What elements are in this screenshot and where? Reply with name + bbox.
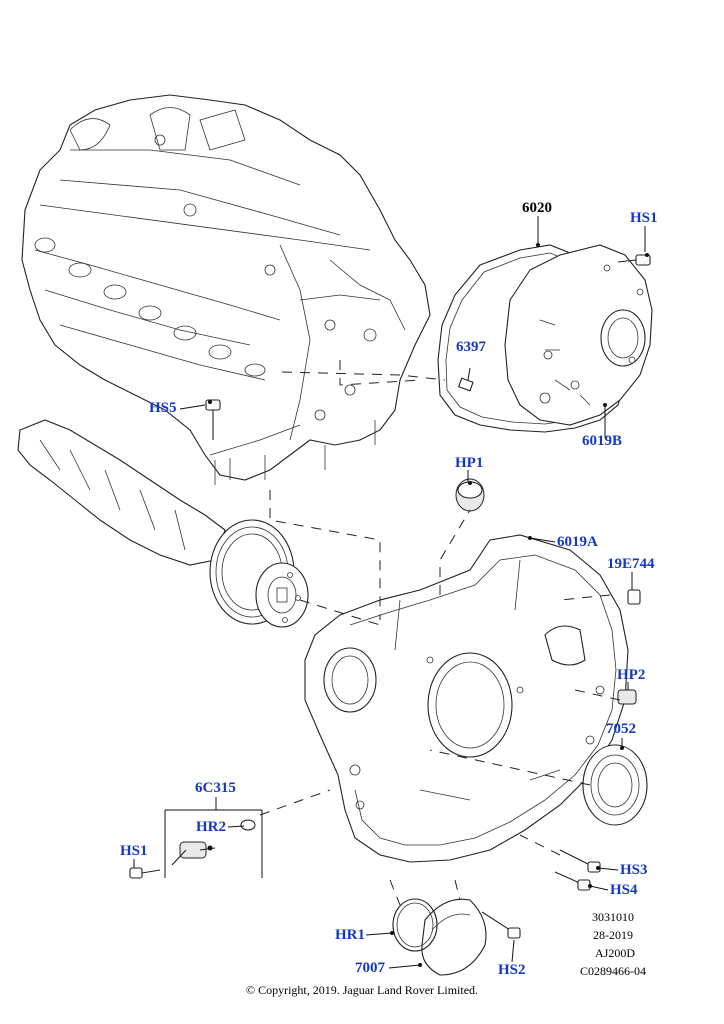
callout-hs3: HS3: [620, 862, 648, 878]
callout-6019b: 6019B: [582, 433, 623, 449]
callout-6019a: 6019A: [557, 534, 598, 550]
bolt-hs1-top: [617, 253, 651, 266]
callout-hp1: HP1: [455, 455, 484, 471]
engine-block: [21, 94, 431, 485]
callout-hs2: HS2: [498, 962, 526, 978]
bolt-hs2: [481, 911, 521, 939]
leader-lines: [133, 216, 646, 969]
o-ring-hr1: [392, 898, 438, 952]
dowel-19e744: [627, 589, 641, 605]
crankshaft: [17, 419, 309, 628]
sensor-6c315: [164, 809, 263, 878]
callout-hr2: HR2: [196, 819, 226, 835]
callout-6020: 6020: [522, 200, 552, 216]
bolts-hs3-hs4: [554, 849, 601, 891]
plug-hp2: [617, 689, 637, 705]
front-cover-6019b: [504, 244, 653, 426]
dowel-6397: [457, 367, 474, 392]
callout-6397: 6397: [456, 339, 486, 355]
bolt-hs1-bottom: [129, 867, 161, 879]
reference-date: 28-2019: [593, 928, 633, 942]
callout-hs1-bottom: HS1: [120, 843, 148, 859]
callout-hp2: HP2: [617, 667, 646, 683]
assembly-lines: [259, 360, 621, 906]
callout-hs1-top: HS1: [630, 210, 658, 226]
callout-6c315: 6C315: [195, 780, 236, 796]
callout-7052: 7052: [606, 721, 636, 737]
reference-number: 3031010: [592, 910, 634, 924]
callout-19e744: 19E744: [607, 556, 655, 572]
callout-hs4: HS4: [610, 882, 638, 898]
seal-7052: [582, 744, 648, 826]
callout-7007: 7007: [355, 960, 385, 976]
bolt-hs5: [205, 399, 221, 440]
cover-7007: [421, 898, 487, 976]
timing-case-6019a: [304, 534, 629, 863]
plug-hp1: [455, 478, 485, 512]
copyright-notice: © Copyright, 2019. Jaguar Land Rover Lim…: [245, 983, 479, 997]
reference-engine-code: AJ200D: [595, 946, 636, 960]
callout-hs5: HS5: [149, 400, 177, 416]
callout-hr1: HR1: [335, 927, 365, 943]
reference-illustration-id: C0289466-04: [580, 964, 646, 978]
